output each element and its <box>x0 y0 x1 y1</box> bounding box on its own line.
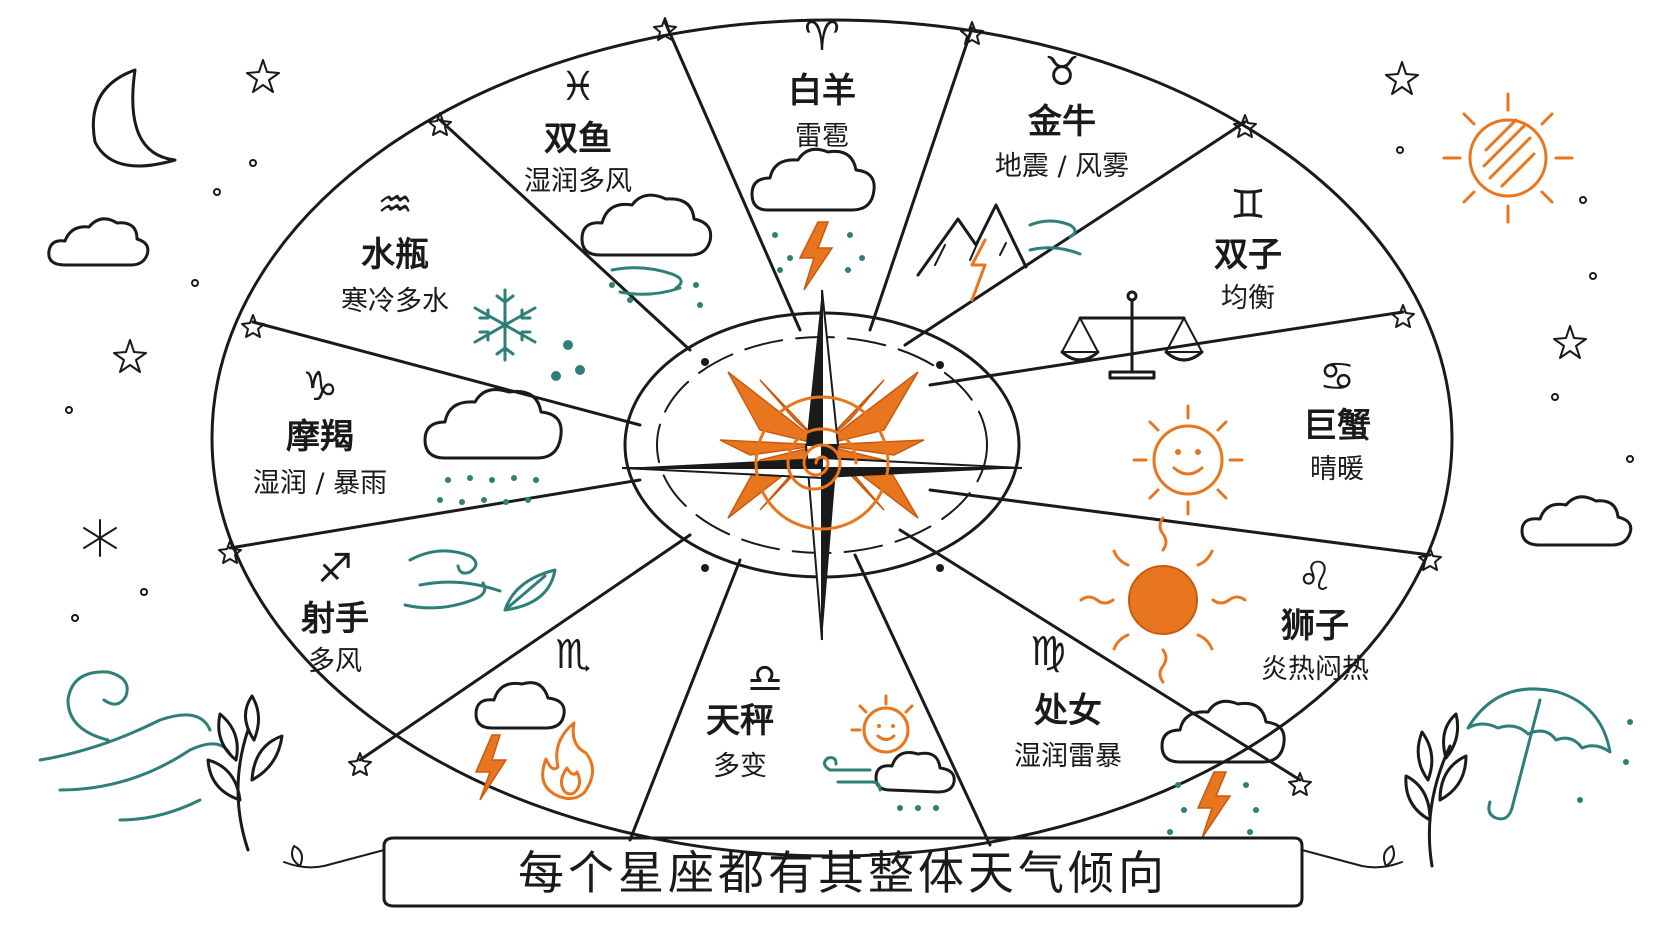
sagittarius-weather: 多风 <box>308 646 362 677</box>
leo-name: 狮子 <box>1281 606 1349 646</box>
left-cloud-icon <box>47 217 150 267</box>
sign-virgo: ♍ 处女 湿润雷暴 <box>1014 629 1286 839</box>
smiling-sun-icon <box>1132 404 1244 516</box>
left-plant-icon <box>206 694 284 852</box>
libra-name: 天秤 <box>706 701 774 741</box>
balance-scale-icon <box>1060 290 1204 380</box>
gemini-name: 双子 <box>1214 235 1282 275</box>
cloud-lightning-rain-icon <box>750 147 876 291</box>
left-swirl-wind-icon <box>38 670 232 822</box>
sign-aries: ♈ 白羊 雷雹 <box>750 14 876 291</box>
lightning-fire-icon <box>474 681 594 801</box>
sign-taurus: ♉ 金牛 地震 / 风雾 <box>916 49 1129 302</box>
pisces-symbol: ♓ <box>560 64 596 110</box>
right-plant-icon <box>1404 712 1468 868</box>
scorpio-symbol: ♏ <box>555 632 591 678</box>
aries-weather: 雷雹 <box>795 121 849 152</box>
sign-libra: ♎ 天秤 多变 <box>706 656 956 811</box>
libra-weather: 多变 <box>713 751 767 782</box>
cancer-symbol: ♋ <box>1319 354 1355 400</box>
aries-name: 白羊 <box>788 71 856 111</box>
capricorn-symbol: ♑ <box>302 364 338 410</box>
compass-rose-sun-icon <box>621 289 1023 641</box>
rain-cloud-icon <box>423 388 563 505</box>
sagittarius-name: 射手 <box>301 599 369 639</box>
aquarius-weather: 寒冷多水 <box>341 286 449 317</box>
aquarius-symbol: ♒ <box>377 182 413 228</box>
aquarius-name: 水瓶 <box>361 235 429 275</box>
capricorn-weather: 湿润 / 暴雨 <box>253 468 387 499</box>
decorative-stars <box>65 59 1634 622</box>
right-cloud-icon <box>1520 495 1633 547</box>
sign-sagittarius: ♐ 射手 多风 <box>301 546 557 677</box>
pisces-name: 双鱼 <box>544 119 612 159</box>
capricorn-name: 摩羯 <box>286 417 354 457</box>
virgo-weather: 湿润雷暴 <box>1014 741 1122 772</box>
libra-symbol: ♎ <box>747 656 783 702</box>
pisces-weather: 湿润多风 <box>524 166 632 197</box>
mountain-lightning-wind-icon <box>916 203 1082 302</box>
wheel-frame <box>210 17 1454 858</box>
sign-leo: ♌ 狮子 炎热闷热 <box>1079 516 1369 685</box>
snowflake-icon <box>473 288 585 381</box>
leo-weather: 炎热闷热 <box>1261 654 1369 685</box>
moon-icon <box>91 68 177 168</box>
leo-symbol: ♌ <box>1297 554 1333 600</box>
rim-stars <box>218 17 1442 796</box>
cancer-weather: 晴暖 <box>1310 454 1364 485</box>
blazing-sun-icon <box>1079 516 1247 684</box>
sign-capricorn: ♑ 摩羯 湿润 / 暴雨 <box>253 364 563 505</box>
umbrella-icon <box>1466 687 1633 821</box>
sign-pisces: ♓ 双鱼 湿润多风 <box>524 64 713 308</box>
taurus-name: 金牛 <box>1027 102 1096 142</box>
corner-sun-icon <box>1442 92 1574 224</box>
banner-caption: 每个星座都有其整体天气倾向 <box>518 846 1168 900</box>
sun-cloud-wind-icon <box>823 694 956 811</box>
sagittarius-symbol: ♐ <box>317 546 353 592</box>
wind-leaf-icon <box>403 549 557 612</box>
sign-scorpio: ♏ <box>474 632 594 801</box>
windy-rain-cloud-icon <box>580 193 713 308</box>
cancer-name: 巨蟹 <box>1303 406 1371 446</box>
gemini-weather: 均衡 <box>1221 283 1275 314</box>
virgo-name: 处女 <box>1033 691 1102 731</box>
sign-gemini: ♊ 双子 均衡 <box>1060 182 1282 380</box>
aries-symbol: ♈ <box>804 14 840 60</box>
gemini-symbol: ♊ <box>1230 182 1266 228</box>
storm-cloud-icon <box>1160 699 1286 839</box>
caption-banner: 每个星座都有其整体天气倾向 <box>283 836 1403 908</box>
virgo-symbol: ♍ <box>1030 629 1066 675</box>
taurus-weather: 地震 / 风雾 <box>995 151 1129 182</box>
sign-cancer: ♋ 巨蟹 晴暖 <box>1132 354 1371 516</box>
sign-aquarius: ♒ 水瓶 寒冷多水 <box>341 182 585 381</box>
taurus-symbol: ♉ <box>1044 49 1080 95</box>
